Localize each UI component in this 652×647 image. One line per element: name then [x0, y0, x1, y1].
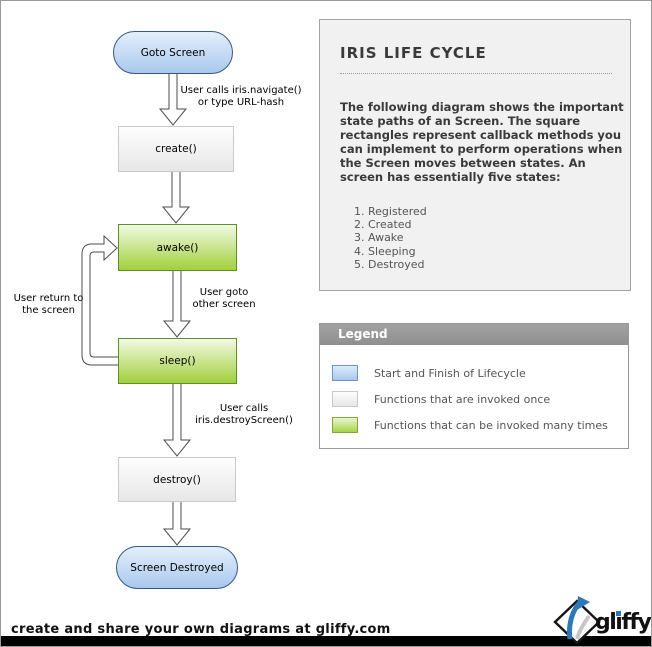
- node-awake-label: awake(): [156, 241, 199, 254]
- edge-label-navigate: User calls iris.navigate() or type URL-h…: [180, 85, 302, 108]
- node-goto-screen: Goto Screen: [113, 31, 233, 74]
- footer-black-bar: [1, 636, 651, 646]
- node-goto-screen-label: Goto Screen: [140, 46, 206, 59]
- state-list: 1. Registered 2. Created 3. Awake 4. Sle…: [354, 205, 427, 271]
- info-panel-title: IRIS LIFE CYCLE: [340, 44, 487, 62]
- state-list-item: 2. Created: [354, 218, 412, 232]
- node-create-label: create(): [155, 143, 197, 155]
- arrow-sleep-to-destroy: [162, 380, 192, 457]
- wordmark-i: ı: [615, 610, 623, 635]
- arrow-destroy-to-end: [162, 497, 192, 546]
- node-sleep: sleep(): [118, 338, 237, 384]
- arrow-create-to-awake: [161, 168, 191, 224]
- wordmark-pre: gl: [595, 610, 617, 635]
- legend-swatch-green: [332, 417, 358, 433]
- legend-item-label: Start and Finish of Lifecycle: [374, 367, 526, 380]
- info-panel-body: The following diagram shows the importan…: [340, 100, 624, 184]
- legend-item-invoked-many: Functions that can be invoked many times: [320, 417, 628, 435]
- node-screen-destroyed-label: Screen Destroyed: [130, 561, 224, 574]
- legend-swatch-blue: [332, 365, 358, 381]
- wordmark-post: ffy: [621, 610, 651, 635]
- legend-swatch-gray: [332, 391, 358, 407]
- legend-item-invoked-once: Functions that are invoked once: [320, 391, 628, 409]
- edge-label-user-return: User return to the screen: [13, 293, 84, 316]
- gliffy-diamond-arrow-icon: [553, 596, 601, 645]
- node-sleep-label: sleep(): [159, 355, 196, 367]
- legend-panel: Legend Start and Finish of Lifecycle Fun…: [319, 323, 629, 449]
- dotted-separator: [340, 73, 612, 74]
- legend-title: Legend: [320, 324, 628, 345]
- node-destroy: destroy(): [118, 457, 236, 502]
- arrow-awake-to-sleep: [162, 266, 192, 338]
- legend-item-start-finish: Start and Finish of Lifecycle: [320, 365, 628, 383]
- state-list-item: 1. Registered: [354, 205, 427, 218]
- state-list-item: 5. Destroyed: [354, 257, 425, 271]
- arrow-goto-to-create: [158, 66, 188, 126]
- node-awake: awake(): [118, 224, 237, 271]
- wordmark-i-dot: [616, 611, 622, 616]
- node-screen-destroyed: Screen Destroyed: [116, 546, 238, 589]
- state-list-item: 4. Sleeping: [354, 244, 416, 258]
- footer-tagline: create and share your own diagrams at gl…: [11, 622, 391, 637]
- legend-item-label: Functions that are invoked once: [374, 393, 551, 406]
- node-create: create(): [118, 126, 234, 172]
- legend-item-label: Functions that can be invoked many times: [374, 419, 608, 432]
- state-list-item: 3. Awake: [354, 231, 404, 245]
- edge-label-destroy-call: User calls iris.destroyScreen(): [195, 403, 293, 426]
- arrow-sleep-to-awake-loop: [81, 234, 122, 366]
- edge-label-goto-other-screen: User goto other screen: [192, 287, 256, 310]
- node-destroy-label: destroy(): [153, 473, 201, 486]
- info-panel: IRIS LIFE CYCLE The following diagram sh…: [319, 19, 631, 291]
